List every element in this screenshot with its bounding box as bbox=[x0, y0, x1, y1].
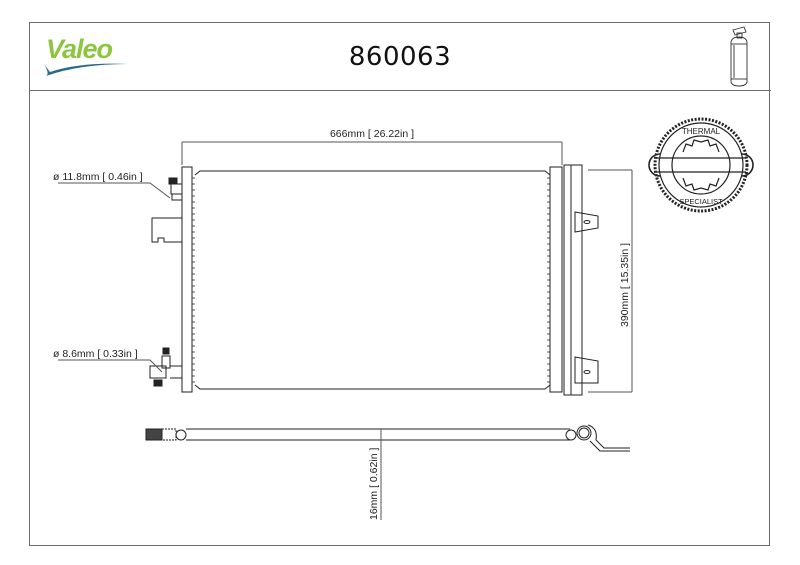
part-number: 860063 bbox=[348, 42, 452, 72]
right-fin-ticks bbox=[547, 177, 550, 383]
inlet-diameter-text: ø 11.8mm [ 0.46in ] bbox=[53, 171, 143, 183]
brand-name: Valeo bbox=[46, 34, 113, 64]
side-profile-view bbox=[145, 424, 630, 452]
logo-swoosh-icon bbox=[44, 63, 128, 76]
left-fin-ticks bbox=[192, 177, 195, 383]
header-divider bbox=[29, 90, 771, 91]
badge-bottom-text: SPECIALIST bbox=[679, 197, 723, 206]
condenser-core bbox=[181, 166, 563, 393]
valeo-logo: Valeo bbox=[40, 34, 140, 80]
width-dimension-text: 666mm [ 26.22in ] bbox=[330, 128, 414, 140]
width-dimension-line bbox=[181, 141, 563, 165]
badge-top-text: THERMAL bbox=[682, 127, 721, 136]
outlet-fitting bbox=[149, 347, 183, 387]
thermal-specialist-badge: THERMAL SPECIALIST bbox=[648, 117, 754, 213]
depth-dimension-text: 16mm [ 0.62in ] bbox=[368, 448, 380, 520]
mounting-bracket-left bbox=[151, 217, 183, 243]
drawing-sheet-frame bbox=[29, 22, 770, 546]
inlet-leader-line bbox=[58, 182, 171, 199]
outlet-diameter-text: ø 8.6mm [ 0.33in ] bbox=[53, 348, 138, 360]
integrated-receiver-drier bbox=[563, 164, 599, 396]
height-dimension-text: 390mm [ 15.35in ] bbox=[619, 243, 631, 327]
inlet-fitting bbox=[168, 177, 183, 201]
receiver-drier-icon bbox=[730, 26, 748, 87]
outlet-leader-line bbox=[58, 359, 163, 373]
height-dimension-line bbox=[588, 169, 633, 393]
